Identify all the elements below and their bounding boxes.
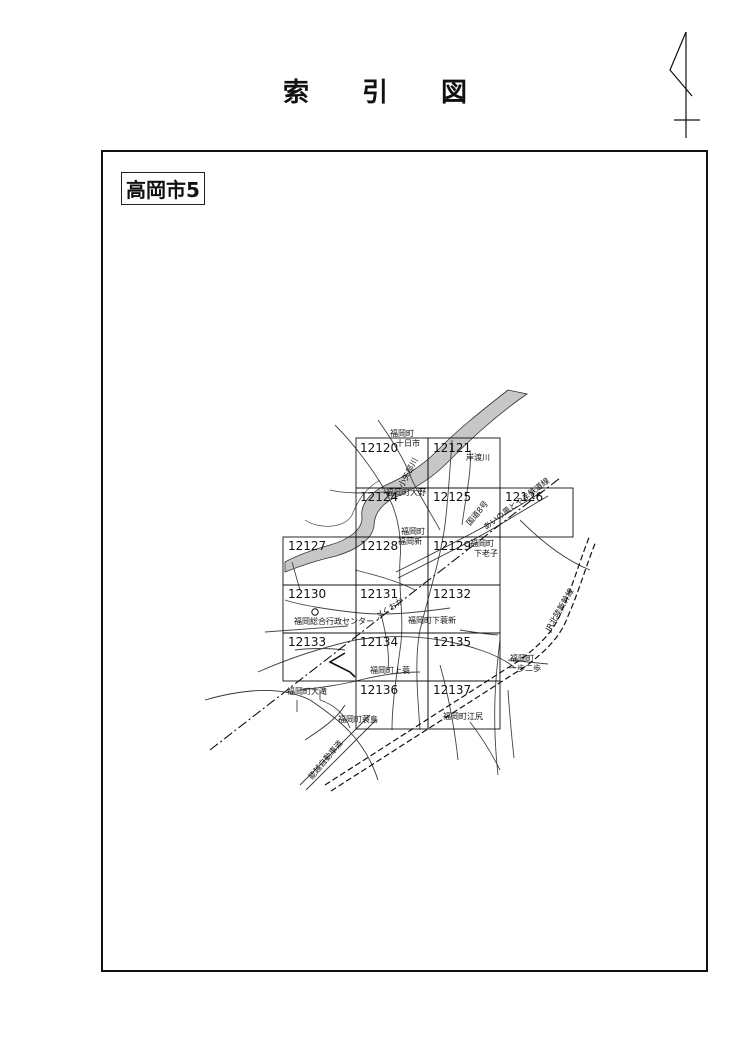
cell-code: 12135 <box>433 635 471 649</box>
cell-code: 12133 <box>288 635 326 649</box>
place-label: 福岡新 <box>398 536 422 546</box>
cell-code: 12131 <box>360 587 398 601</box>
cell-code: 12128 <box>360 539 398 553</box>
grid-cell-12137[interactable] <box>427 680 501 730</box>
place-label: 一歩二歩 <box>509 663 541 673</box>
place-label: 福岡町蓑島 <box>338 714 378 724</box>
facility-outline <box>328 652 356 678</box>
city-label: 高岡市5 <box>121 172 205 205</box>
cell-code: 12124 <box>360 490 398 504</box>
cell-code: 12130 <box>288 587 326 601</box>
ainokaze-railway <box>209 477 561 751</box>
place-label: 福岡町 <box>401 527 425 536</box>
cell-code: 12125 <box>433 490 471 504</box>
place-label: 下老子 <box>474 548 498 558</box>
place-label: 福岡総合行政センター <box>294 616 374 626</box>
place-label: 十日市 <box>396 438 420 448</box>
cell-code: 12134 <box>360 635 398 649</box>
cell-code: 12126 <box>505 490 543 504</box>
grid-codes: 12120 12121 12124 12125 12126 12127 1212… <box>288 441 543 697</box>
road-label: 能越自動車道 <box>306 738 345 781</box>
place-label: 福岡町 <box>390 429 414 438</box>
shinkansen <box>324 534 597 792</box>
place-label: 福岡町大野 <box>386 487 426 497</box>
place-label: 福岡町江尻 <box>443 712 483 721</box>
place-labels: 福岡町 十日市 小矢部川 岸渡川 福岡町大野 国道8号 あいの風とやま鉄道線 福… <box>287 429 576 781</box>
office-icon <box>311 608 319 616</box>
route-8 <box>395 489 549 579</box>
page-title: 索 引 図 <box>282 78 490 108</box>
river-label: 岸渡川 <box>466 452 490 462</box>
place-label: 福岡町大滝 <box>287 686 327 696</box>
north-arrow-icon <box>669 31 700 138</box>
cell-code: 12137 <box>433 683 471 697</box>
place-label: 福岡町 <box>510 654 534 663</box>
cell-code: 12129 <box>433 539 471 553</box>
map-frame <box>101 150 708 972</box>
place-label: 福岡町上蓑 <box>370 665 410 675</box>
place-label: 福岡町 <box>470 539 494 548</box>
roads <box>257 419 591 776</box>
place-label: 福岡町下蓑新 <box>408 615 456 625</box>
cell-code: 12132 <box>433 587 471 601</box>
cell-code: 12120 <box>360 441 398 455</box>
cell-code: 12121 <box>433 441 471 455</box>
grid-cell-12126[interactable] <box>499 487 574 538</box>
cell-code: 12136 <box>360 683 398 697</box>
railway-label: JR北陸新幹線 <box>543 586 576 633</box>
cell-code: 12127 <box>288 539 326 553</box>
index-grid <box>282 437 574 730</box>
noetsu-expressway <box>204 690 379 791</box>
